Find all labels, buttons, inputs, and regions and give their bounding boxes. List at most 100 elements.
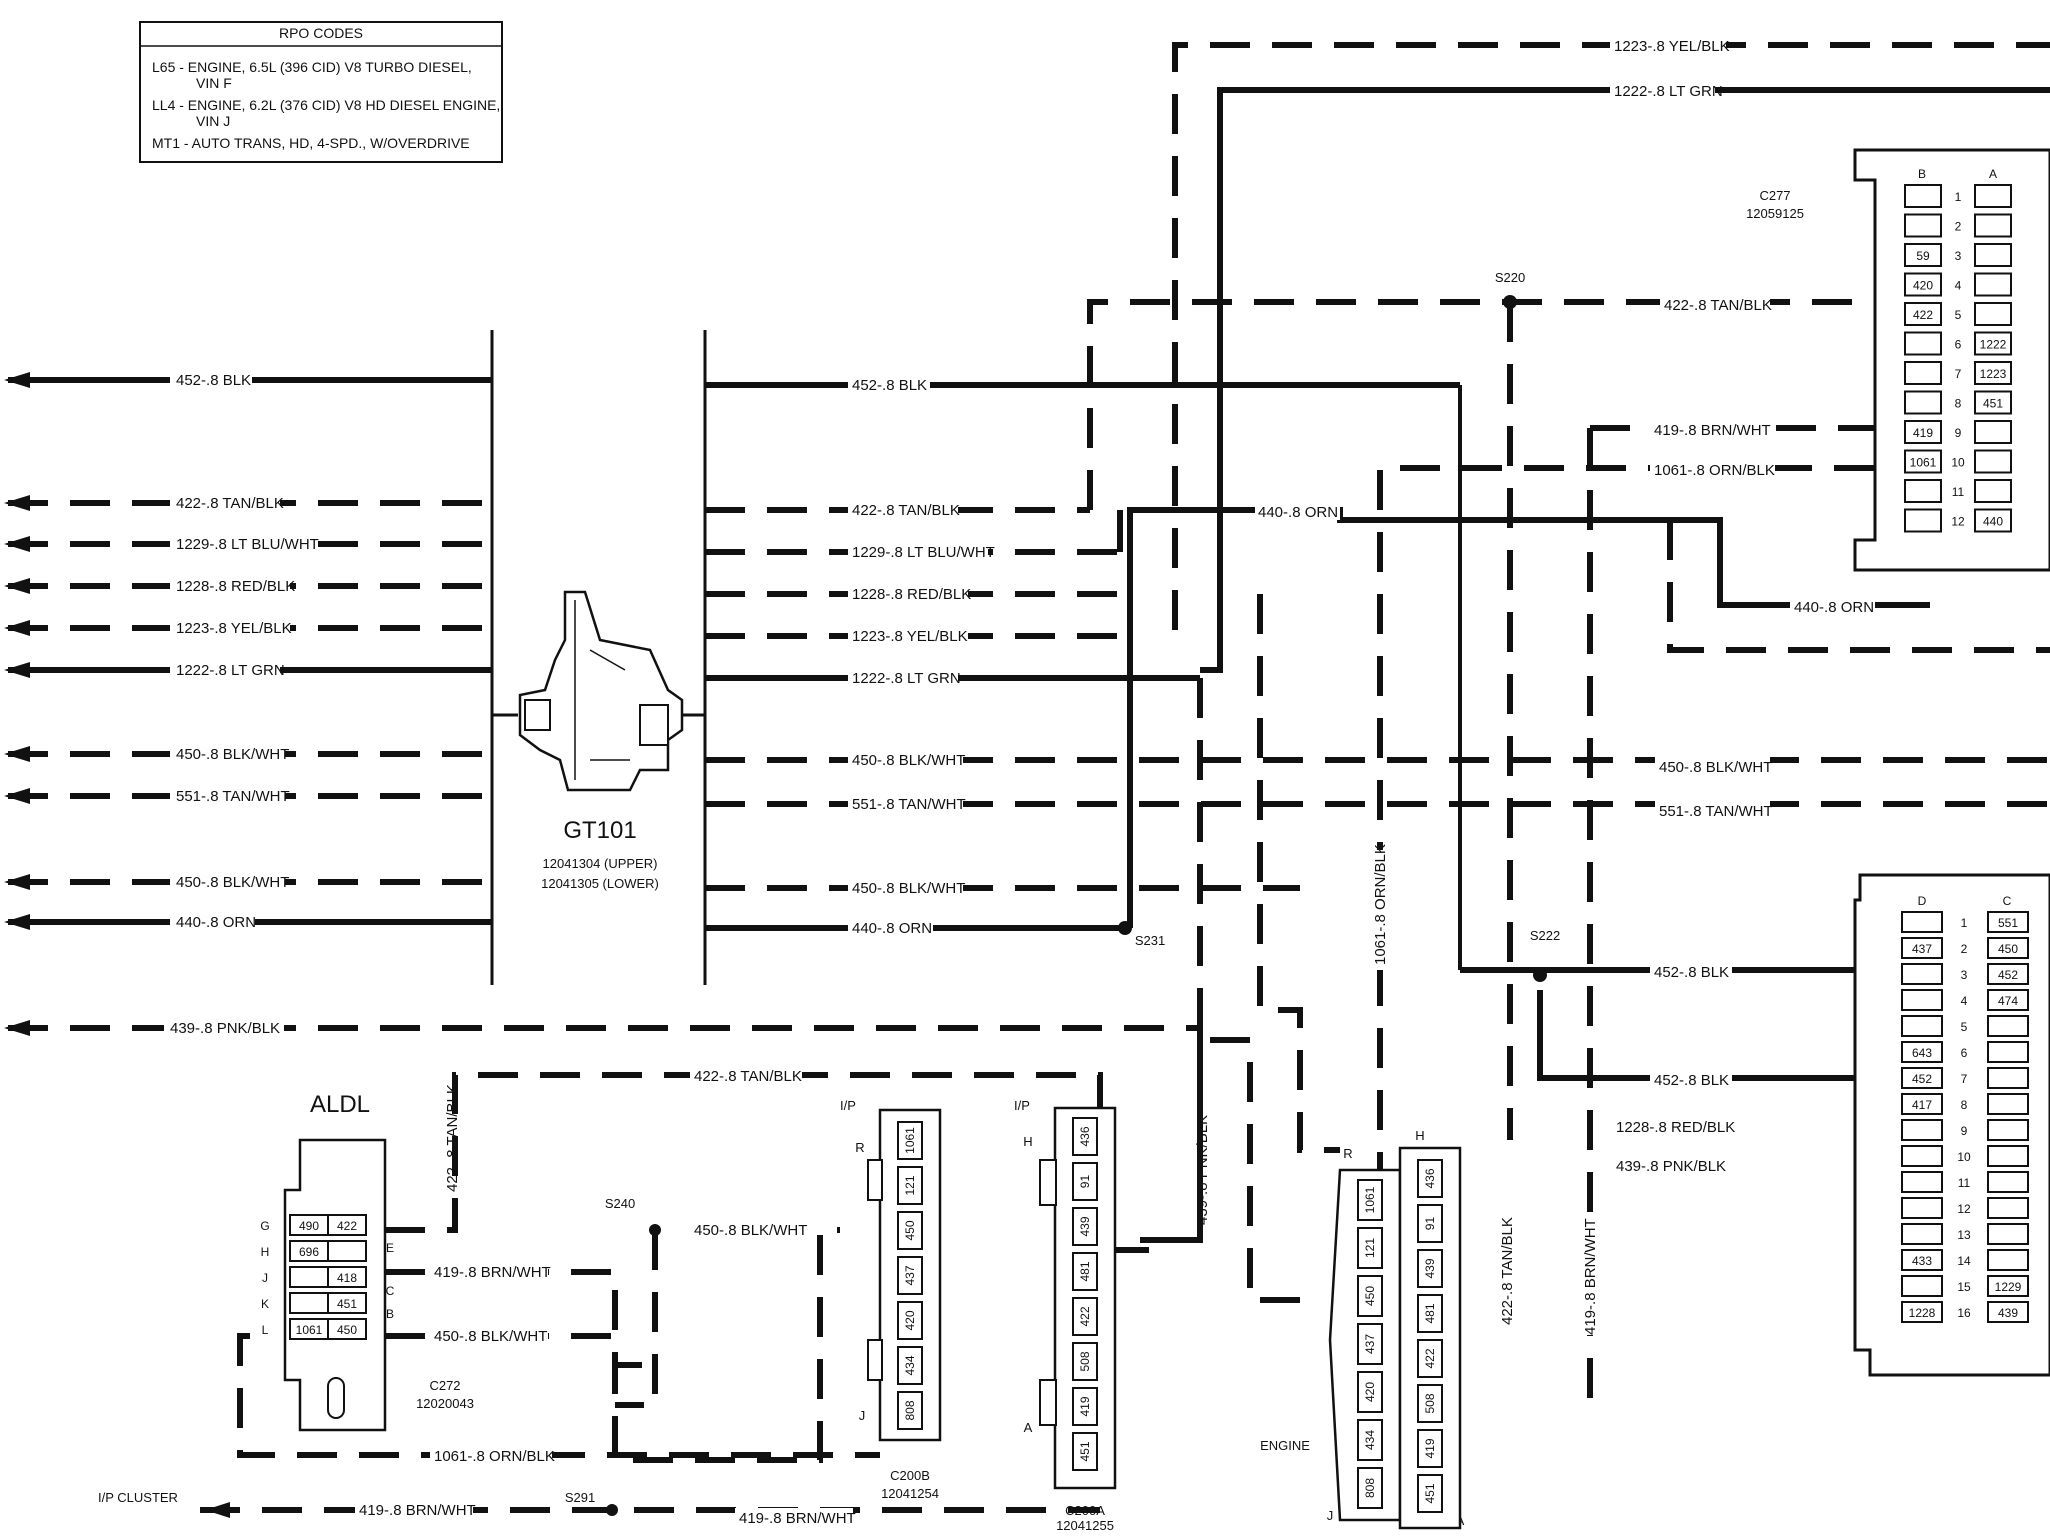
svg-text:S291: S291 <box>565 1490 595 1505</box>
engine-right-pin: 451 <box>1423 1483 1437 1503</box>
aldl-row-letter-right: B <box>386 1307 394 1321</box>
wire-label: 419-.8 BRN/WHT <box>1582 1218 1599 1335</box>
lr-pin-d: 1228 <box>1909 1306 1936 1320</box>
wire-label: 452-.8 BLK <box>1654 1072 1729 1089</box>
lr-pin-d: 417 <box>1912 1098 1932 1112</box>
lr-cavity-c <box>1987 1197 2029 1219</box>
aldl-row-letter: H <box>261 1245 270 1259</box>
wire-label: 450-.8 BLK/WHT <box>852 752 965 769</box>
wire-label: 1223-.8 YEL/BLK <box>1614 38 1730 55</box>
aldl-cavity-right <box>327 1266 367 1288</box>
lr-cavity-d <box>1901 1275 1943 1297</box>
c277-cavity-b <box>1904 420 1942 444</box>
engine-right-cavity <box>1417 1204 1443 1243</box>
lr-cavity-c <box>1987 1093 2029 1115</box>
c272-name: C272 <box>429 1378 460 1393</box>
wire-label: 450-.8 BLK/WHT <box>176 746 289 763</box>
c200a-pin: 436 <box>1078 1126 1092 1146</box>
svg-text:I/P: I/P <box>1014 1098 1030 1113</box>
c200a-cavity <box>1072 1162 1098 1201</box>
c277-row-number: 11 <box>1952 485 1965 499</box>
wire-label: 551-.8 TAN/WHT <box>1659 803 1773 820</box>
aldl-pin-left: 490 <box>299 1219 319 1233</box>
c200b-pin: 1061 <box>903 1127 917 1154</box>
aldl-cavity-right <box>327 1318 367 1340</box>
wire-label: 422-.8 TAN/BLK <box>694 1068 802 1085</box>
aldl-row-letter: L <box>262 1323 269 1337</box>
c277-cavity-a <box>1974 361 2012 385</box>
lr-cavity-c <box>1987 1275 2029 1297</box>
c277-cavity-a <box>1974 243 2012 267</box>
svg-text:C200A: C200A <box>1065 1503 1105 1518</box>
lr-cavity-c <box>1987 963 2029 985</box>
engine-left-pin: 121 <box>1363 1238 1377 1258</box>
c200b-pin: 434 <box>903 1355 917 1375</box>
c200b-cavity <box>897 1301 923 1340</box>
c277-pin-b: 419 <box>1913 426 1933 440</box>
lr-row-number: 11 <box>1958 1176 1971 1190</box>
lr-cavity-d <box>1901 1223 1943 1245</box>
lr-cavity-c <box>1987 1145 2029 1167</box>
c277-cavity-b <box>1904 390 1942 415</box>
lr-row-number: 8 <box>1961 1098 1968 1112</box>
rpo-title: RPO CODES <box>279 25 363 41</box>
svg-text:I/P: I/P <box>840 1098 856 1113</box>
gt101-lower: 12041305 (LOWER) <box>541 876 659 891</box>
wire-label: 450-.8 BLK/WHT <box>694 1222 807 1239</box>
engine-right-cavity <box>1417 1474 1443 1513</box>
aldl-pin-right: 450 <box>337 1323 357 1337</box>
wire-label: 440-.8 ORN <box>852 920 932 937</box>
lr-cavity-d <box>1901 1197 1943 1219</box>
lr-row-number: 5 <box>1961 1020 1968 1034</box>
lr-pin-d: 452 <box>1912 1072 1932 1086</box>
lr-cavity-d <box>1901 989 1943 1011</box>
wire-label: 450-.8 BLK/WHT <box>176 874 289 891</box>
c200b-cavity <box>897 1256 923 1295</box>
c277-cavity-a <box>1974 272 2012 297</box>
wire-label: 422-.8 TAN/BLK <box>176 495 284 512</box>
lr-cavity-d <box>1901 1145 1943 1167</box>
c277-cavity-b <box>1904 508 1942 533</box>
svg-text:S220: S220 <box>1495 270 1525 285</box>
aldl-row-letter: K <box>261 1297 269 1311</box>
engine-right-cavity <box>1417 1294 1443 1333</box>
c200a-cavity <box>1072 1432 1098 1471</box>
svg-text:R: R <box>1343 1146 1352 1161</box>
wire-label: 450-.8 BLK/WHT <box>852 880 965 897</box>
left-arrowheads <box>4 372 30 1036</box>
c277-row-number: 2 <box>1955 220 1962 234</box>
ip-cluster-label: I/P CLUSTER <box>98 1490 178 1505</box>
lr-pin-c: 551 <box>1998 916 2018 930</box>
wire-label: 452-.8 BLK <box>852 377 927 394</box>
lr-cavity-c <box>1987 911 2029 933</box>
c277-part: 12059125 <box>1746 206 1804 221</box>
right-wire-labels: 422-.8 TAN/BLK 419-.8 BRN/WHT 1061-.8 OR… <box>1255 295 1875 1175</box>
wire-label: 452-.8 BLK <box>176 372 251 389</box>
aldl-row-letter: J <box>262 1271 268 1285</box>
engine-left-cavity <box>1357 1467 1383 1509</box>
c277-pin-a: 1222 <box>1980 338 2007 352</box>
engine-right-cavity <box>1417 1384 1443 1423</box>
lr-cavity-c <box>1987 1067 2029 1089</box>
lr-pin-d: 437 <box>1912 942 1932 956</box>
wire-label: 439-.8 PNK/BLK <box>1616 1158 1726 1175</box>
wire-label: 1223-.8 YEL/BLK <box>176 620 292 637</box>
aldl-cavity-right <box>327 1292 367 1314</box>
engine-left-cavity <box>1357 1227 1383 1269</box>
c277-cavity-a <box>1974 508 2012 533</box>
wire-label: 439-.8 PNK/BLK <box>170 1020 280 1037</box>
c277-cavity-a <box>1974 184 2012 208</box>
wire-label: 440-.8 ORN <box>1258 504 1338 521</box>
c200a-pin: 439 <box>1078 1216 1092 1236</box>
c277-cavity-b <box>1904 272 1942 297</box>
center-wire-labels: 452-.8 BLK 422-.8 TAN/BLK 1229-.8 LT BLU… <box>848 375 995 937</box>
lr-cavity-d <box>1901 963 1943 985</box>
c277-cavity-b <box>1904 302 1942 326</box>
engine-right-cavity <box>1417 1159 1443 1198</box>
svg-text:A: A <box>1989 167 1997 181</box>
c200b-cavity <box>897 1211 923 1250</box>
c277-row-number: 7 <box>1955 367 1962 381</box>
lr-row-number: 15 <box>1957 1280 1971 1294</box>
